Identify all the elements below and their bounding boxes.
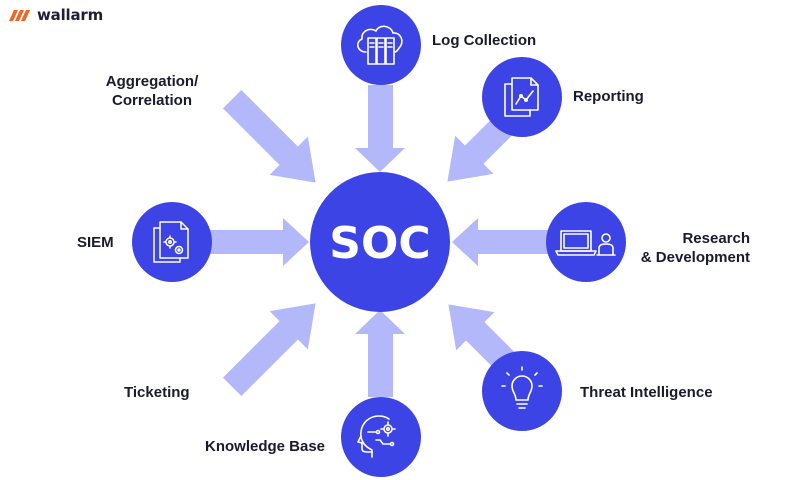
label-siem: SIEM [77,234,114,251]
label-ticketing: Ticketing [124,384,190,401]
wallarm-logo-icon [9,10,30,21]
label-threat-intel: Threat Intelligence [580,384,713,401]
report-chart-icon [504,77,539,117]
node-siem [132,202,212,282]
label-knowledge-base: Knowledge Base [205,438,326,455]
soc-center-node [310,172,450,312]
wallarm-logo-text: wallarm [37,6,104,24]
node-reporting [482,57,562,137]
label-aggregation: Aggregation/ Correlation [105,73,199,109]
label-log-collection: Log Collection [432,32,537,49]
arrow-siem [208,218,309,266]
label-research: Research & Development [640,230,750,266]
node-knowledge-base [341,397,421,477]
node-threat-intel [482,351,562,431]
arrow-ticketing [222,303,316,397]
lightbulb-icon [501,366,543,409]
arrow-aggregation [222,89,316,183]
arrow-knowledge-base [355,310,405,397]
label-reporting: Reporting [573,88,644,105]
wallarm-logo: wallarm [9,6,103,24]
document-gears-icon [153,221,189,263]
node-log-collection [341,5,421,85]
arrow-research [452,218,548,266]
laptop-user-icon [555,230,616,256]
arrow-log-collection [355,85,405,172]
cloud-server-icon [357,25,403,65]
soc-center-label: SOC [329,218,430,269]
node-research [546,202,626,282]
head-gear-icon [357,415,396,458]
